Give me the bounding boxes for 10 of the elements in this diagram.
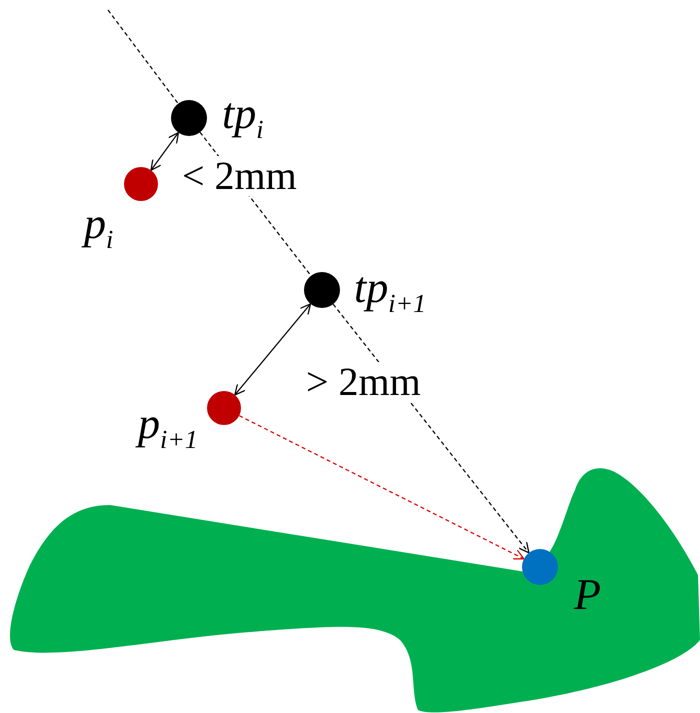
- arrow: [234, 303, 312, 396]
- arrow: [238, 415, 525, 560]
- point-label: p$_{i+1}$: [138, 402, 198, 453]
- dashed-line: [108, 10, 179, 104]
- region-shape: [10, 468, 700, 712]
- point-label: P: [574, 573, 601, 617]
- point-label: p$_{i}$: [84, 202, 114, 253]
- point-label: tp$_{i+1}$: [354, 266, 426, 317]
- point-label: tp$_{i}$: [222, 92, 264, 143]
- arrow: [150, 132, 180, 171]
